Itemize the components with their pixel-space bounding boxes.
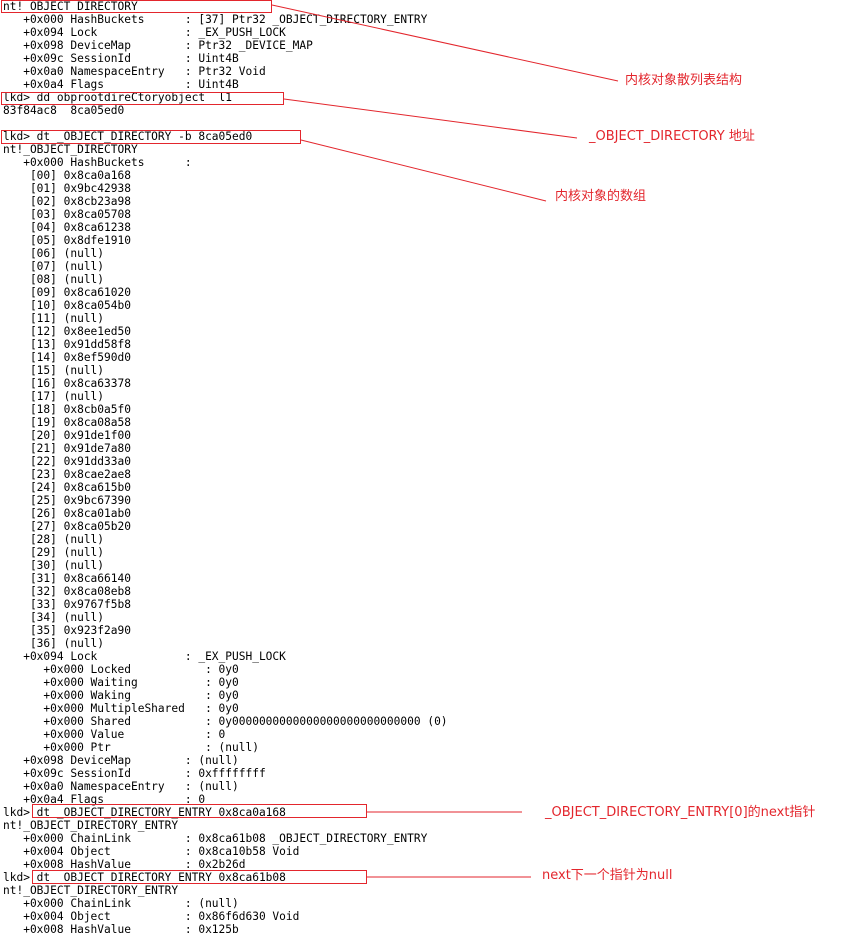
- console-line: +0x000 Shared : 0y0000000000000000000000…: [3, 715, 448, 728]
- console-line: +0x000 ChainLink : (null): [3, 897, 239, 910]
- console-line: +0x098 DeviceMap : Ptr32 _DEVICE_MAP: [3, 39, 313, 52]
- console-line: +0x0a0 NamespaceEntry : Ptr32 Void: [3, 65, 266, 78]
- console-line: +0x0a4 Flags : Uint4B: [3, 78, 239, 91]
- console-line: +0x098 DeviceMap : (null): [3, 754, 239, 767]
- console-line: [26] 0x8ca01ab0: [3, 507, 131, 520]
- console-line: +0x008 HashValue : 0x2b26d: [3, 858, 246, 871]
- console-line: [13] 0x91dd58f8: [3, 338, 131, 351]
- console-line: nt!_OBJECT_DIRECTORY_ENTRY: [3, 819, 179, 832]
- console-line: +0x004 Object : 0x86f6d630 Void: [3, 910, 300, 923]
- console-line: [05] 0x8dfe1910: [3, 234, 131, 247]
- console-line: +0x000 HashBuckets : [37] Ptr32 _OBJECT_…: [3, 13, 428, 26]
- console-line: lkd> dd obprootdireCtoryobject l1: [3, 91, 233, 104]
- console-line: [25] 0x9bc67390: [3, 494, 131, 507]
- debugger-console-output: nt!_OBJECT_DIRECTORY +0x000 HashBuckets …: [3, 0, 613, 952]
- console-line: [33] 0x9767f5b8: [3, 598, 131, 611]
- console-line: +0x000 Waking : 0y0: [3, 689, 239, 702]
- console-line: [18] 0x8cb0a5f0: [3, 403, 131, 416]
- console-line: [28] (null): [3, 533, 105, 546]
- console-line: lkd> dt _OBJECT_DIRECTORY_ENTRY 0x8ca0a1…: [3, 806, 286, 819]
- console-line: lkd> dt _OBJECT_DIRECTORY_ENTRY 0x8ca61b…: [3, 871, 286, 884]
- console-line: [20] 0x91de1f00: [3, 429, 131, 442]
- console-line: +0x000 HashBuckets :: [3, 156, 192, 169]
- console-line: +0x0a4 Flags : 0: [3, 793, 206, 806]
- console-line: +0x004 Object : 0x8ca10b58 Void: [3, 845, 300, 858]
- console-line: [32] 0x8ca08eb8: [3, 585, 131, 598]
- console-line: [15] (null): [3, 364, 105, 377]
- console-line: [36] (null): [3, 637, 105, 650]
- console-line: [17] (null): [3, 390, 105, 403]
- annotation-entry0-next-pointer: _OBJECT_DIRECTORY_ENTRY[0]的next指针: [545, 805, 816, 820]
- console-line: [10] 0x8ca054b0: [3, 299, 131, 312]
- console-line: +0x000 MultipleShared : 0y0: [3, 702, 239, 715]
- console-line: [35] 0x923f2a90: [3, 624, 131, 637]
- console-line: nt!_OBJECT_DIRECTORY: [3, 143, 138, 156]
- console-line: [06] (null): [3, 247, 105, 260]
- console-line: lkd> dt _OBJECT_DIRECTORY -b 8ca05ed0: [3, 130, 253, 143]
- console-line: +0x09c SessionId : Uint4B: [3, 52, 239, 65]
- console-line: +0x094 Lock : _EX_PUSH_LOCK: [3, 650, 286, 663]
- console-line: +0x0a0 NamespaceEntry : (null): [3, 780, 239, 793]
- console-line: +0x000 Ptr : (null): [3, 741, 259, 754]
- console-line: [01] 0x9bc42938: [3, 182, 131, 195]
- console-line: [16] 0x8ca63378: [3, 377, 131, 390]
- console-line: [08] (null): [3, 273, 105, 286]
- console-line: [14] 0x8ef590d0: [3, 351, 131, 364]
- highlight-box-object-directory-type: [1, 0, 272, 13]
- console-line: [03] 0x8ca05708: [3, 208, 131, 221]
- console-line: +0x000 Waiting : 0y0: [3, 676, 239, 689]
- console-line: [34] (null): [3, 611, 105, 624]
- highlight-box-dd-command: [1, 92, 284, 105]
- console-line: [00] 0x8ca0a168: [3, 169, 131, 182]
- console-line: [02] 0x8cb23a98: [3, 195, 131, 208]
- annotation-object-array: 内核对象的数组: [555, 189, 647, 204]
- console-line: [11] (null): [3, 312, 105, 325]
- console-line: [19] 0x8ca08a58: [3, 416, 131, 429]
- highlight-box-entry0-command: [32, 804, 367, 818]
- console-line: +0x094 Lock : _EX_PUSH_LOCK: [3, 26, 286, 39]
- console-line: nt!_OBJECT_DIRECTORY: [3, 0, 138, 13]
- console-line: [30] (null): [3, 559, 105, 572]
- console-line: [12] 0x8ee1ed50: [3, 325, 131, 338]
- console-line: +0x000 Locked : 0y0: [3, 663, 239, 676]
- console-line: nt!_OBJECT_DIRECTORY_ENTRY: [3, 884, 179, 897]
- annotation-next-null: next下一个指针为null: [542, 868, 673, 883]
- console-line: [07] (null): [3, 260, 105, 273]
- console-line: +0x008 HashValue : 0x125b: [3, 923, 239, 936]
- annotation-directory-address: _OBJECT_DIRECTORY 地址: [589, 129, 755, 144]
- console-line: [27] 0x8ca05b20: [3, 520, 131, 533]
- annotation-hash-table-struct: 内核对象散列表结构: [625, 73, 743, 88]
- console-line: [21] 0x91de7a80: [3, 442, 131, 455]
- console-line: [04] 0x8ca61238: [3, 221, 131, 234]
- highlight-box-entry-next-command: [32, 870, 367, 884]
- highlight-box-dt-command: [1, 130, 301, 144]
- console-line: [31] 0x8ca66140: [3, 572, 131, 585]
- console-line: +0x000 Value : 0: [3, 728, 226, 741]
- console-line: [24] 0x8ca615b0: [3, 481, 131, 494]
- console-line: [23] 0x8cae2ae8: [3, 468, 131, 481]
- console-line: [29] (null): [3, 546, 105, 559]
- console-line: +0x000 ChainLink : 0x8ca61b08 _OBJECT_DI…: [3, 832, 428, 845]
- console-line: [22] 0x91dd33a0: [3, 455, 131, 468]
- console-line: [09] 0x8ca61020: [3, 286, 131, 299]
- console-line: +0x09c SessionId : 0xffffffff: [3, 767, 266, 780]
- console-line: 83f84ac8 8ca05ed0: [3, 104, 125, 117]
